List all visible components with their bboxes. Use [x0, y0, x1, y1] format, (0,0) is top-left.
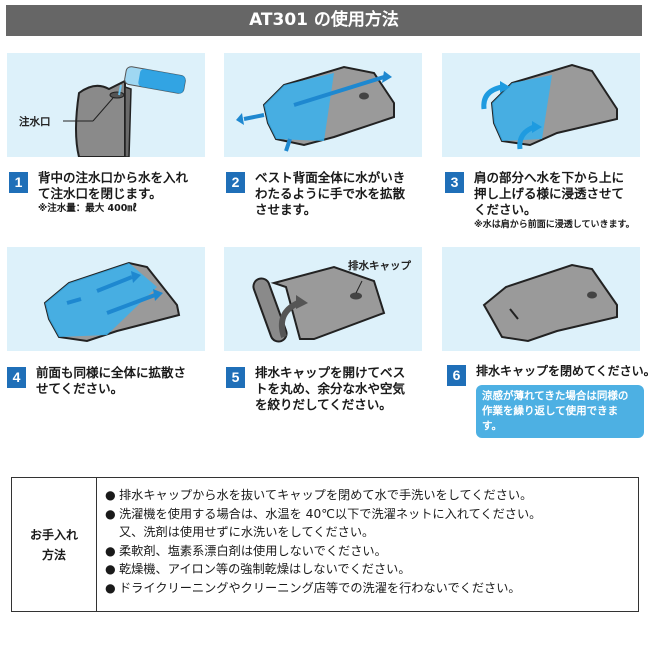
- illustration-spread-back: [224, 53, 422, 157]
- page-title: AT301 の使用方法: [6, 5, 642, 36]
- bullet-icon: ●: [105, 543, 116, 558]
- step-number: 1: [9, 172, 28, 193]
- step-number: 4: [7, 367, 26, 388]
- illustration-close-cap: [442, 247, 640, 351]
- step-text: 肩の部分へ水を下から上に 押し上げる様に浸透させて ください。※水は肩から前面に…: [474, 170, 635, 230]
- reuse-tip-bubble: 涼感が薄れてきた場合は同様の 作業を繰り返して使用できます。: [476, 385, 644, 438]
- step-text: 排水キャップを開けてベス トを丸め、余分な水や空気 を絞りだしてください。: [255, 365, 406, 412]
- step-number: 3: [445, 172, 464, 193]
- care-instructions-table: お手入れ 方法 ●排水キャップから水を抜いてキャップを閉めて水で手洗いをしてくだ…: [11, 477, 639, 612]
- care-item: ●乾燥機、アイロン等の強制乾燥はしないでください。: [105, 560, 541, 579]
- care-item: ●排水キャップから水を抜いてキャップを閉めて水で手洗いをしてください。: [105, 486, 541, 505]
- bullet-icon: ●: [105, 580, 116, 595]
- illustration-spread-front: [7, 247, 205, 351]
- fill-port-label: 注水口: [19, 115, 51, 128]
- care-label: お手入れ 方法: [12, 478, 97, 611]
- step-text: ベスト背面全体に水がいき わたるように手で水を拡散 させます。: [255, 170, 406, 217]
- care-list: ●排水キャップから水を抜いてキャップを閉めて水で手洗いをしてください。 ●洗濯機…: [97, 478, 541, 611]
- bullet-icon: ●: [105, 488, 116, 502]
- step-note: ※水は肩から前面に浸透していきます。: [474, 220, 635, 230]
- care-item: ●ドライクリーニングやクリーニング店等での洗濯を行わないでください。: [105, 579, 541, 598]
- step-number: 6: [447, 365, 466, 386]
- bullet-icon: ●: [105, 562, 116, 576]
- step-number: 2: [226, 172, 245, 193]
- care-item: ●柔軟剤、塩素系漂白剤は使用しないでください。: [105, 542, 541, 561]
- step-text: 排水キャップを閉めてください。: [476, 364, 650, 378]
- illustration-roll-drain: 排水キャップ: [224, 247, 422, 351]
- care-item-continuation: 又、洗剤は使用せずに水洗いをしてください。: [119, 525, 375, 539]
- drain-cap-label: 排水キャップ: [348, 259, 411, 272]
- illustration-fill-water: 注水口: [7, 53, 205, 157]
- step-number: 5: [226, 367, 245, 388]
- care-item: ●洗濯機を使用する場合は、水温を 40℃以下で洗濯ネットに入れてください。: [105, 505, 541, 524]
- step-text: 前面も同様に全体に拡散さ せてください。: [36, 365, 187, 396]
- illustration-push-shoulders: [442, 53, 640, 157]
- step-text: 背中の注水口から水を入れ て注水口を閉じます。※注水量：最大 400㎖: [38, 170, 189, 214]
- step-note: ※注水量：最大 400㎖: [38, 203, 137, 214]
- bullet-icon: ●: [105, 506, 116, 521]
